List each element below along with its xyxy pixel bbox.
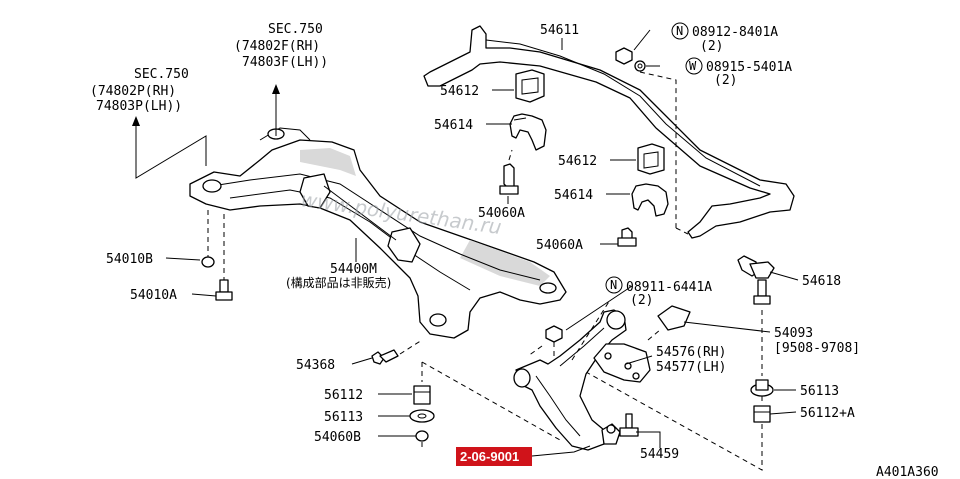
stabilizer-bar xyxy=(423,25,795,239)
label-08911-6441A: 08911-6441A xyxy=(626,280,712,295)
label-54400M: 54400M xyxy=(330,262,377,277)
label-54612-lower: 54612 xyxy=(558,154,597,169)
circled-n-icon xyxy=(671,22,689,40)
label-08911-qty: (2) xyxy=(630,293,653,308)
bracket-54614-lower xyxy=(631,183,669,217)
label-08912-8401A: 08912-8401A xyxy=(692,25,778,40)
label-56112A: 56112+A xyxy=(800,406,855,421)
nut-08911 xyxy=(545,325,563,343)
label-54060B: 54060B xyxy=(314,430,361,445)
bracket-54576 xyxy=(593,343,651,383)
bolt-54368 xyxy=(371,349,399,365)
label-54614-upper: 54614 xyxy=(434,118,473,133)
lower-control-arm xyxy=(513,309,627,451)
circled-n-letter: N xyxy=(676,24,683,38)
bolt-54060A-upper xyxy=(499,163,519,195)
sec750-lh-right: 74803F(LH)) xyxy=(242,55,328,70)
nut-54060B xyxy=(415,430,429,442)
label-54618: 54618 xyxy=(802,274,841,289)
circled-w-letter: W xyxy=(689,59,697,73)
label-54010A: 54010A xyxy=(130,288,177,303)
label-54010B: 54010B xyxy=(106,252,153,267)
stopper-54093 xyxy=(657,305,691,331)
label-54060A-lower: 54060A xyxy=(536,238,583,253)
label-08912-qty: (2) xyxy=(700,39,723,54)
highlight-part-number: 2-06-9001 xyxy=(460,449,519,464)
bolt-54060A-lower xyxy=(617,227,637,247)
leader-lines xyxy=(165,29,799,457)
circled-n2-letter: N xyxy=(610,278,617,292)
bush-56113-left xyxy=(409,409,435,423)
bush-56113-right xyxy=(750,379,774,397)
bushing-54612-lower xyxy=(637,143,665,175)
highlight-badge xyxy=(456,447,532,466)
nut-54010B xyxy=(201,256,215,268)
diagram-code: A401A360 xyxy=(876,465,939,479)
label-56113-right: 56113 xyxy=(800,384,839,399)
label-54459: 54459 xyxy=(640,447,679,462)
circled-n2-icon xyxy=(605,276,623,294)
label-54577: 54577(LH) xyxy=(656,360,726,375)
label-56112: 56112 xyxy=(324,388,363,403)
label-54093-date: [9508-9708] xyxy=(774,341,860,356)
bolt-54459 xyxy=(619,413,639,437)
stabilizer-link-54618 xyxy=(737,255,775,305)
label-54060A-upper: 54060A xyxy=(478,206,525,221)
nut-08912 xyxy=(615,47,633,65)
label-54611: 54611 xyxy=(540,23,579,38)
suspension-member xyxy=(189,127,567,339)
label-54368: 54368 xyxy=(296,358,335,373)
sec750-rh-left: (74802P(RH) xyxy=(90,84,176,99)
bush-56112A-right xyxy=(753,405,771,423)
bushing-54612-upper xyxy=(515,69,545,103)
label-08915-qty: (2) xyxy=(714,73,737,88)
sec750-rh-right: (74802F(RH) xyxy=(234,39,320,54)
sec750-title-left: SEC.750 xyxy=(134,67,189,82)
label-56113-left: 56113 xyxy=(324,410,363,425)
sec-arrow-right xyxy=(272,84,280,136)
label-54400M-note: (構成部品は非販売) xyxy=(286,275,391,290)
label-54614-lower: 54614 xyxy=(554,188,593,203)
sec750-lh-left: 74803P(LH)) xyxy=(96,99,182,114)
sec-arrow-left xyxy=(132,116,207,179)
sec750-title-right: SEC.750 xyxy=(268,22,323,37)
label-54612-upper: 54612 xyxy=(440,84,479,99)
label-54093: 54093 xyxy=(774,326,813,341)
circled-w-icon xyxy=(685,57,703,75)
bracket-54614-upper xyxy=(509,113,547,151)
bolt-54010A xyxy=(215,279,233,301)
label-54576: 54576(RH) xyxy=(656,345,726,360)
label-08915-5401A: 08915-5401A xyxy=(706,60,792,75)
bush-56112-left xyxy=(413,385,431,405)
washer-08915 xyxy=(634,60,646,72)
